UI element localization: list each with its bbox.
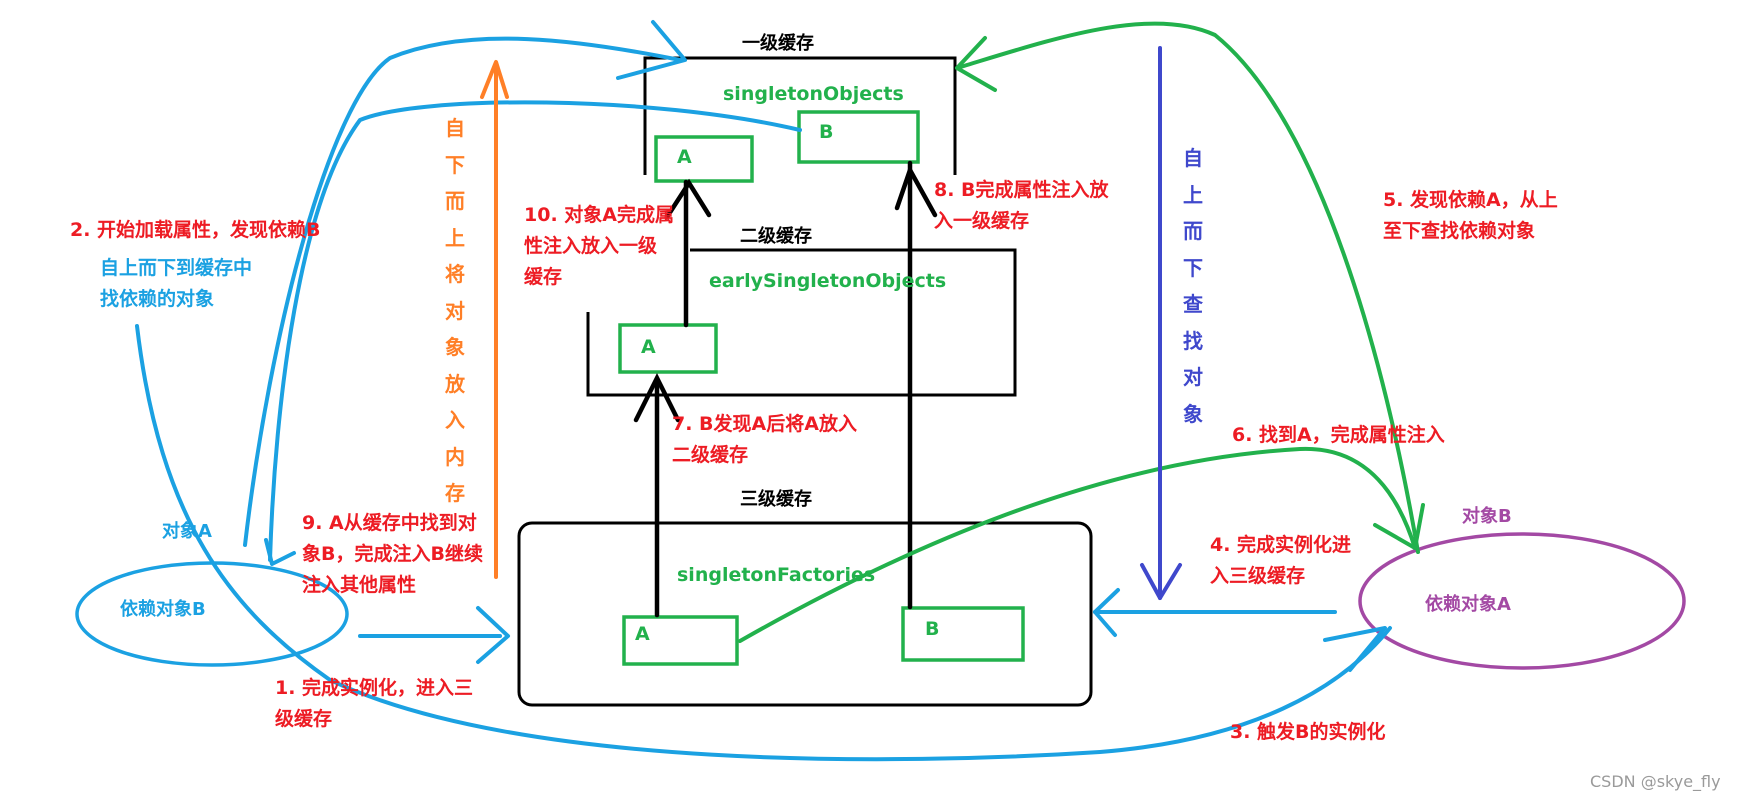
black-arrows bbox=[633, 160, 938, 618]
step-9-label: 9. A从缓存中找到对象B，完成注入B继续注入其他属性 bbox=[302, 512, 483, 596]
level2-cache-name: earlySingletonObjects bbox=[709, 270, 947, 292]
blue-arrows bbox=[135, 20, 1392, 762]
step-10-label: 10. 对象A完成属性注入放入一级缓存 bbox=[524, 204, 674, 288]
green-arrows bbox=[738, 21, 1425, 643]
indigo-down-arrow bbox=[1140, 46, 1182, 600]
level1-cache-name: singletonObjects bbox=[723, 83, 904, 105]
level2-slot-a bbox=[618, 323, 718, 374]
object-b-ellipse bbox=[1358, 532, 1686, 670]
watermark: CSDN @skye_fly bbox=[1590, 772, 1721, 791]
step-2-label: 2. 开始加载属性，发现依赖B bbox=[70, 219, 321, 241]
level1-slot-a-label: A bbox=[677, 146, 692, 168]
level3-slot-b-label: B bbox=[925, 618, 940, 640]
object-a-label: 依赖对象B bbox=[120, 599, 206, 620]
step-7-label: 7. B发现A后将A放入二级缓存 bbox=[672, 413, 857, 466]
orange-up-arrow bbox=[480, 60, 509, 579]
step-2-detail: 自上而下到缓存中找依赖的对象 bbox=[100, 257, 253, 310]
object-b-label: 依赖对象A bbox=[1425, 594, 1511, 615]
step-3-label: 3. 触发B的实例化 bbox=[1230, 721, 1386, 743]
level2-cache-box bbox=[586, 248, 1017, 397]
step-5-label: 5. 发现依赖A，从上至下查找依赖对象 bbox=[1383, 189, 1558, 242]
level3-slot-a bbox=[622, 615, 739, 666]
step-8-label: 8. B完成属性注入放入一级缓存 bbox=[934, 179, 1109, 232]
bottom-up-label: 自下而上将对象放入内存 bbox=[445, 116, 465, 505]
level3-cache-box bbox=[517, 521, 1093, 707]
level1-slot-b bbox=[797, 110, 920, 164]
level3-slot-b bbox=[901, 606, 1025, 662]
step-6-label: 6. 找到A，完成属性注入 bbox=[1232, 424, 1445, 446]
level3-slot-a-label: A bbox=[635, 623, 650, 645]
level1-slot-b-label: B bbox=[819, 121, 834, 143]
object-a-title: 对象A bbox=[162, 521, 212, 542]
object-b-title: 对象B bbox=[1462, 506, 1512, 527]
top-down-label: 自上而下查找对象 bbox=[1183, 146, 1203, 426]
level1-cache-title: 一级缓存 bbox=[742, 33, 814, 54]
step-1-label: 1. 完成实例化，进入三级缓存 bbox=[275, 677, 474, 730]
step-4-label: 4. 完成实例化进入三级缓存 bbox=[1210, 534, 1352, 587]
level1-cache-box bbox=[643, 56, 957, 175]
level1-slot-a bbox=[654, 135, 754, 183]
level2-cache-title: 二级缓存 bbox=[740, 226, 812, 247]
level2-slot-a-label: A bbox=[641, 336, 656, 358]
level3-cache-name: singletonFactories bbox=[677, 564, 876, 586]
level3-cache-title: 三级缓存 bbox=[740, 489, 812, 510]
